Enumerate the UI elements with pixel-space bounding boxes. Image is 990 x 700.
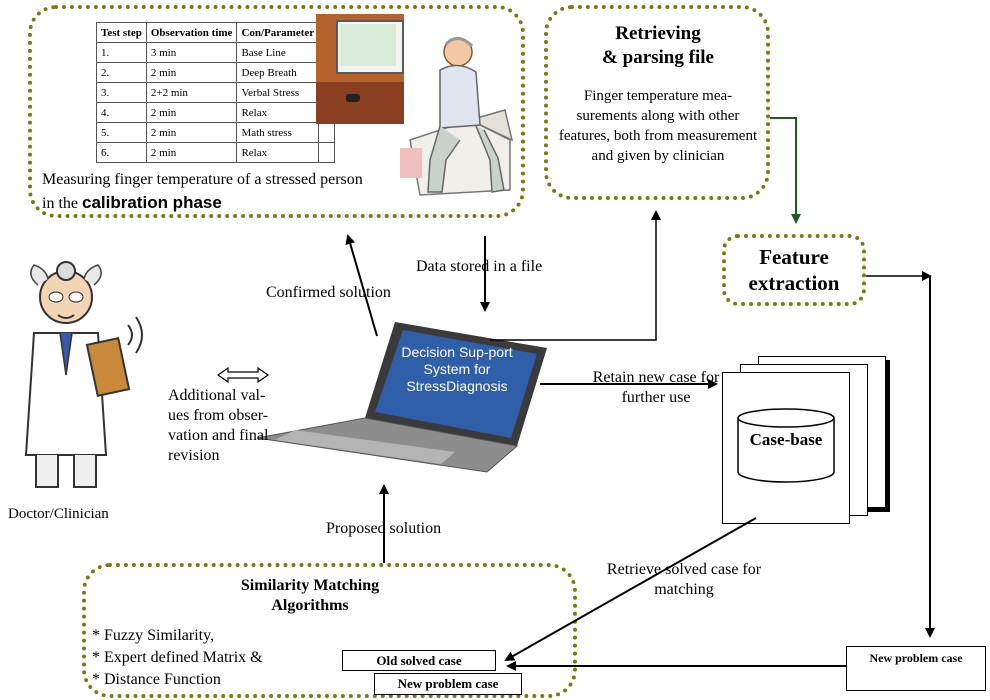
- table-cell: 2.: [96, 62, 147, 83]
- retrieving-title: Retrieving & parsing file: [556, 22, 760, 70]
- calibration-caption: Measuring finger temperature of a stress…: [42, 168, 372, 215]
- table-cell: 2+2 min: [145, 82, 238, 103]
- retrieving-box: [544, 5, 770, 200]
- casebase-label: Case-base: [749, 430, 823, 449]
- table-header-cell: Con/Parameter: [236, 22, 320, 43]
- confirmed-solution-label: Confirmed solution: [266, 284, 391, 301]
- retrieving-body: Finger temperature mea-surements along w…: [558, 88, 758, 164]
- retrieve-solved-label: Retrieve solved case for matching: [606, 561, 762, 598]
- new-problem-case-inner-box: New problem case: [374, 673, 522, 695]
- old-solved-case-box: Old solved case: [342, 650, 496, 671]
- similarity-item: * Distance Function: [92, 671, 221, 688]
- table-cell: 4.: [96, 102, 147, 123]
- table-cell: 1.: [96, 42, 147, 63]
- calibration-caption-text: Measuring finger temperature of a stress…: [42, 171, 363, 212]
- similarity-item: * Fuzzy Similarity,: [92, 627, 215, 644]
- table-cell: Math stress: [236, 122, 320, 143]
- proposed-solution-label: Proposed solution: [326, 520, 442, 537]
- table-cell: 3 min: [145, 42, 238, 63]
- seated-person-illustration: [400, 37, 514, 196]
- doctor-label: Doctor/Clinician: [8, 506, 109, 522]
- similarity-title: Similarity Matching Algorithms: [190, 576, 430, 616]
- arrow-to-feature: [770, 117, 801, 224]
- similarity-item: * Expert defined Matrix &: [92, 649, 263, 666]
- computer-photo: [316, 14, 404, 124]
- table-cell: 3.: [96, 82, 147, 103]
- table-cell: Deep Breath: [236, 62, 320, 83]
- retain-label: Retain new case for further use: [592, 369, 720, 406]
- table-cell: Relax: [236, 102, 320, 123]
- dss-screen-text: Decision Sup-port System for StressDiagn…: [401, 344, 513, 394]
- table-cell: Base Line: [236, 42, 320, 63]
- casebase-cylinder: [737, 408, 835, 483]
- table-cell: 5.: [96, 122, 147, 143]
- laptop-illustration: [256, 322, 547, 473]
- table-cell: Verbal Stress: [236, 82, 320, 103]
- data-stored-label: Data stored in a file: [416, 258, 543, 275]
- table-cell: 2 min: [145, 62, 238, 83]
- table-header-cell: Test step: [96, 22, 147, 43]
- retrieving-title-line2: & parsing file: [602, 47, 714, 68]
- table-cell: 2 min: [145, 122, 238, 143]
- table-cell: 2 min: [145, 142, 238, 163]
- feature-extraction-title: Feature extraction: [724, 244, 864, 296]
- table-cell: [318, 142, 335, 163]
- similarity-title-line1: Similarity Matching: [240, 577, 380, 594]
- similarity-title-line2: Algorithms: [271, 597, 349, 614]
- feature-line1: Feature: [759, 245, 829, 269]
- similarity-list: * Fuzzy Similarity, * Expert defined Mat…: [92, 625, 263, 691]
- table-cell: 6.: [96, 142, 147, 163]
- retrieving-title-line1: Retrieving: [615, 23, 701, 44]
- similarity-box: [82, 563, 577, 698]
- table-header-cell: Observation time: [145, 22, 238, 43]
- table-cell: 2 min: [145, 102, 238, 123]
- doctor-illustration: [24, 261, 143, 488]
- new-problem-case-right-box: New problem case: [846, 646, 986, 691]
- feature-extraction-box: [722, 234, 866, 306]
- feature-line2: extraction: [748, 271, 840, 295]
- calibration-caption-bold: calibration phase: [82, 193, 222, 212]
- table-cell: [318, 122, 335, 143]
- additional-values-label: Additional val-ues from obser-vation and…: [168, 387, 269, 464]
- table-cell: Relax: [236, 142, 320, 163]
